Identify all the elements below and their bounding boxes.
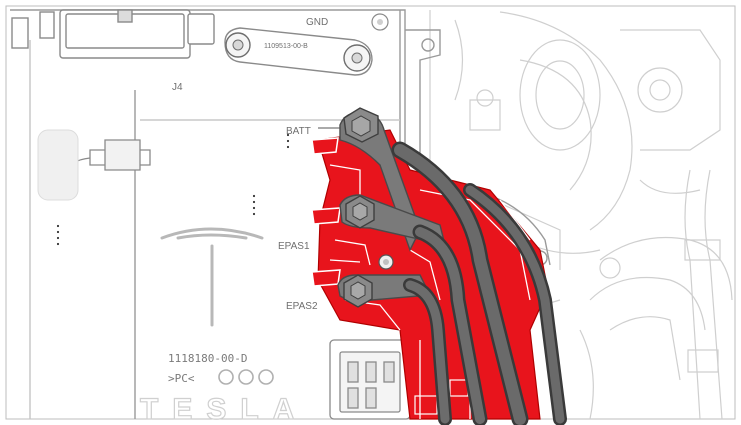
- alignment-dots: [56, 133, 290, 246]
- pc-marking-circles: [218, 369, 274, 385]
- ground-strap: [224, 13, 389, 76]
- tesla-logo-icon: [160, 227, 264, 327]
- epas1-label: EPAS1: [278, 241, 310, 252]
- power-cables: [391, 141, 567, 425]
- epas2-label: EPAS2: [286, 301, 318, 312]
- connector-j4: [11, 9, 215, 59]
- part-number-top: 1109513-00-B: [264, 43, 308, 50]
- part-number-bottom: 1118180-00-D: [168, 352, 247, 365]
- connector-bottom: [329, 339, 411, 420]
- j4-label: J4: [172, 82, 183, 93]
- gnd-label: GND: [306, 17, 328, 28]
- mounting-pad: [37, 129, 79, 201]
- pc-mark-label: >PC<: [168, 372, 195, 385]
- brand-wordmark: TESLA: [140, 393, 308, 425]
- batt-label: BATT: [286, 126, 311, 137]
